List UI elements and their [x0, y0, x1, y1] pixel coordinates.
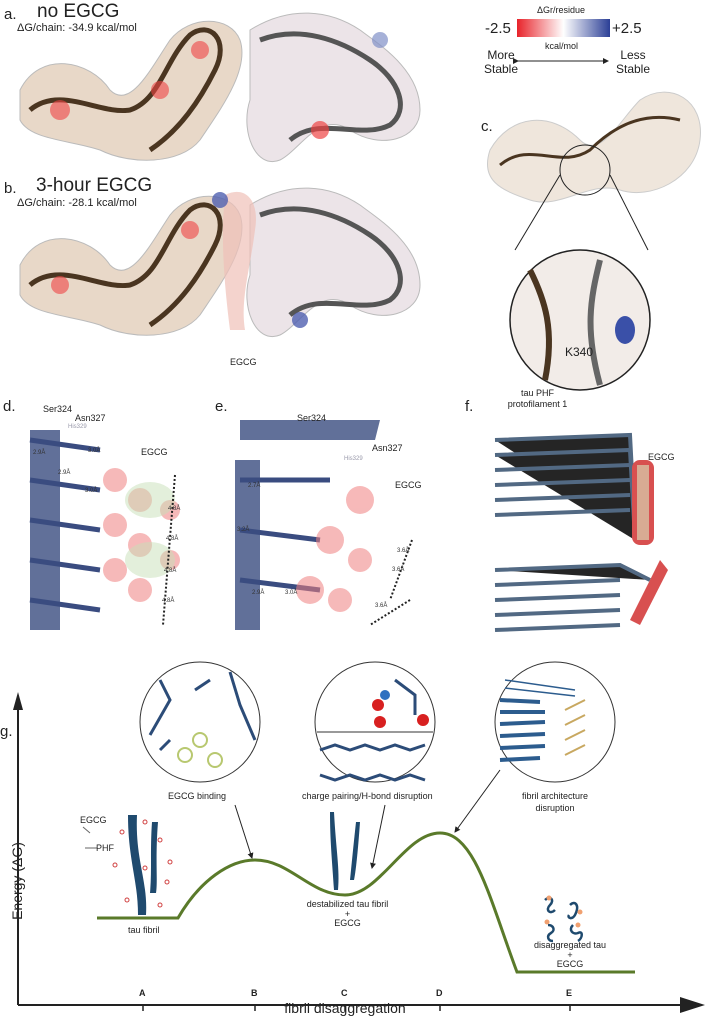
ser324-label: Ser324 [297, 413, 327, 423]
egcg-legend-label: EGCG [80, 815, 107, 825]
distance-label: 2.9Å [58, 470, 71, 476]
panel-a-structure [19, 12, 421, 163]
arch-label-1: fibril architecture [521, 791, 589, 801]
his329-label: His329 [68, 424, 87, 430]
panel-f-label: f. [465, 398, 474, 415]
panel-g-label: g. [0, 723, 13, 740]
phf-legend-label: PHF [96, 843, 114, 853]
charge-label: charge pairing/H-bond disruption [302, 791, 433, 801]
egcg-label-e: EGCG [395, 480, 422, 490]
panel-a-title: no EGCG [37, 1, 120, 22]
panel-b-egcg-label: EGCG [230, 357, 257, 367]
tick-b: B [251, 988, 258, 998]
plus-sign: + [344, 909, 351, 919]
k340-label: K340 [565, 345, 594, 359]
plus-sign: + [567, 950, 573, 960]
tick-c: C [341, 988, 348, 998]
distance-label: 3.0Å [88, 448, 101, 454]
panel-b-label: b. [4, 180, 17, 197]
distance-label: 3.6Å [397, 548, 410, 554]
state-a-label: tau fibril [128, 925, 160, 935]
architecture-inset [494, 661, 616, 783]
colorbar-min: -2.5 [485, 20, 511, 37]
y-axis-label: Energy (ΔG) [9, 842, 25, 920]
colorbar [517, 19, 610, 37]
more-stable-label: More Stable [483, 48, 519, 76]
panel-a-label: a. [4, 6, 17, 23]
zoom-circle [509, 249, 651, 391]
state-e-label: disaggregated tau [533, 940, 607, 950]
tick-e: E [566, 988, 573, 998]
asn327-label: Asn327 [372, 443, 403, 453]
distance-label: 3.0Å [285, 590, 298, 596]
arch-label-2: disruption [535, 803, 575, 813]
egcg-label-d: EGCG [141, 447, 168, 457]
x-axis-label: fibril disaggregation [284, 1000, 406, 1016]
colorbar-unit: kcal/mol [545, 41, 579, 51]
energy-curve [97, 831, 635, 974]
egcg-label-f: EGCG [648, 452, 675, 462]
panel-e-label: e. [215, 398, 228, 415]
panel-f-structure [494, 432, 668, 632]
distance-label: 4.8Å [166, 536, 179, 542]
state-e-egcg: EGCG [556, 959, 584, 969]
distance-label: 4.8Å [164, 568, 177, 574]
panel-d-structure [29, 430, 180, 630]
distance-label: 4.8Å [162, 598, 175, 604]
distance-label: 3.6Å [392, 567, 405, 573]
colorbar-title: ΔGr/residue [537, 5, 586, 15]
panel-c-structure [486, 91, 701, 391]
energy-diagram [13, 661, 705, 1013]
panel-b-structure [19, 187, 421, 338]
panel-a-dg: ΔG/chain: -34.9 kcal/mol [17, 22, 137, 34]
panel-f-title: tau PHF protofilament 1 [507, 388, 568, 409]
binding-label: EGCG binding [168, 791, 227, 801]
less-stable-label: Less Stable [615, 48, 651, 76]
his329-label: His329 [344, 456, 363, 462]
panel-c-label: c. [481, 118, 493, 135]
binding-inset [139, 661, 261, 783]
distance-label: 3.0Å [85, 488, 98, 494]
tick-d: D [436, 988, 443, 998]
colorbar-max: +2.5 [612, 20, 642, 37]
distance-label: 3.6Å [375, 603, 388, 609]
panel-e-structure [235, 420, 413, 630]
asn327-label: Asn327 [75, 413, 106, 423]
distance-label: 3.2Å [237, 527, 250, 533]
ser324-label: Ser324 [43, 404, 73, 414]
panel-b-title: 3-hour EGCG [36, 175, 153, 196]
tick-a: A [139, 988, 146, 998]
distance-label: 2.7Å [248, 483, 261, 489]
panel-b-dg: ΔG/chain: -28.1 kcal/mol [17, 197, 137, 209]
state-c-egcg: EGCG [334, 918, 361, 928]
state-c-label: destabilized tau fibril [306, 899, 389, 909]
distance-label: 2.9Å [33, 450, 46, 456]
distance-label: 4.8Å [168, 506, 181, 512]
distance-label: 2.9Å [252, 590, 265, 596]
panel-d-label: d. [3, 398, 16, 415]
